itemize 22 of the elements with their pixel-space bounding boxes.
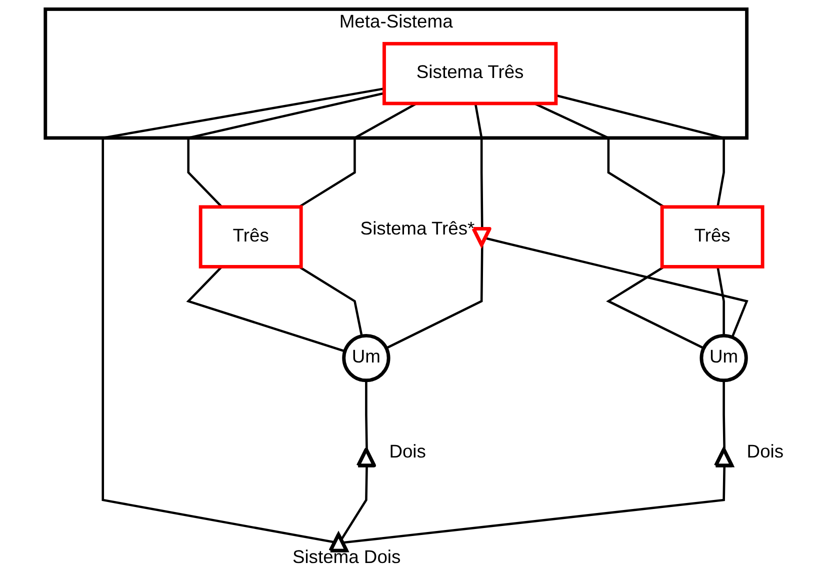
connector — [340, 466, 368, 540]
node-box: Sistema Três — [382, 42, 558, 106]
connector — [716, 266, 725, 336]
connector — [556, 94, 725, 208]
node-circle: Um — [342, 334, 390, 382]
connector — [606, 266, 704, 350]
connector — [342, 466, 726, 544]
connector — [722, 380, 726, 450]
connector — [386, 245, 484, 350]
connector — [298, 266, 363, 336]
side-label: Dois — [389, 440, 426, 462]
connector — [474, 103, 484, 230]
connector — [485, 237, 748, 338]
node-box: Três — [198, 205, 303, 268]
node-box: Três — [660, 205, 764, 268]
connector — [365, 380, 368, 450]
side-label: Sistema Três* — [360, 218, 475, 239]
connector — [186, 266, 346, 352]
connector — [102, 88, 384, 544]
side-label: Dois — [746, 440, 784, 462]
side-label: Sistema Dois — [292, 546, 401, 568]
node-circle: Um — [700, 334, 748, 382]
